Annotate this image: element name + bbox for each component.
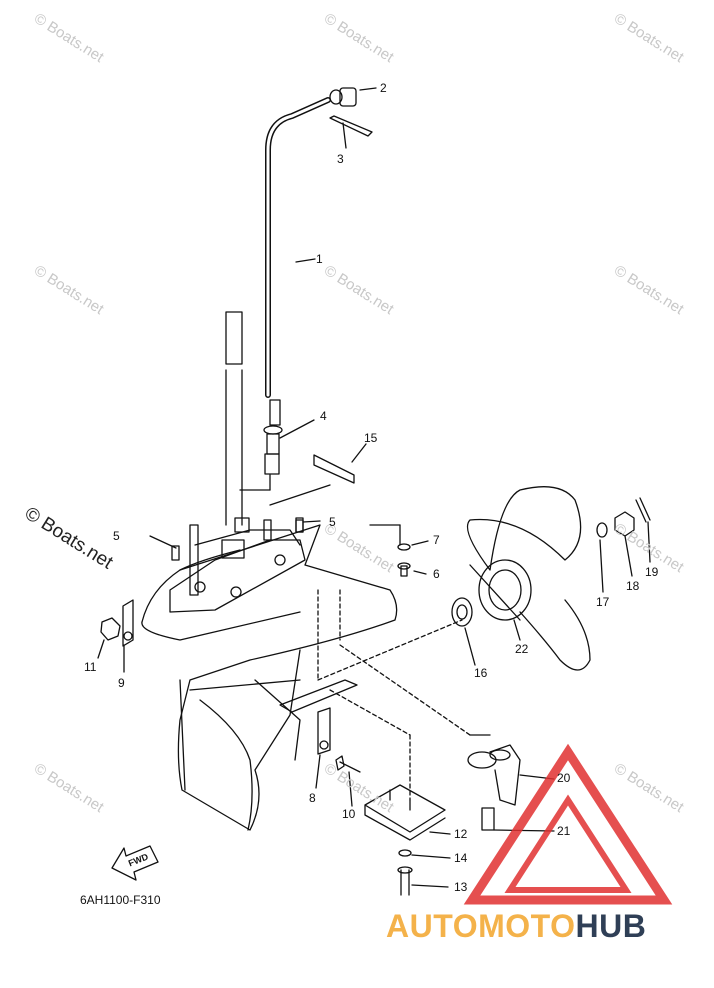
automotohub-logo: AUTOMOTOHUB xyxy=(386,908,646,945)
callout-18: 18 xyxy=(626,579,640,593)
callout-17: 17 xyxy=(596,595,610,609)
logo-part-1: AUTOMOTO xyxy=(386,908,576,944)
joint-part-4 xyxy=(263,399,283,475)
clip-part-3 xyxy=(329,115,373,137)
washer-part-14 xyxy=(398,849,412,857)
callout-5-left: 5 xyxy=(113,529,120,543)
callout-11: 11 xyxy=(84,660,97,674)
callout-21: 21 xyxy=(557,824,571,838)
logo-part-2: HUB xyxy=(575,908,647,944)
plate-part-12 xyxy=(364,784,446,841)
bolt-part-6 xyxy=(397,562,411,577)
callout-1: 1 xyxy=(316,252,323,266)
callout-5-right: 5 xyxy=(329,515,336,529)
callout-10: 10 xyxy=(342,807,356,821)
cotter-pin-part-19 xyxy=(635,497,651,523)
fwd-arrow xyxy=(111,845,159,881)
callout-2: 2 xyxy=(380,81,387,95)
bolt-part-13 xyxy=(397,866,413,896)
bolt-part-21 xyxy=(481,807,495,831)
drawing-code: 6AH1100-F310 xyxy=(80,893,161,907)
lower-casing xyxy=(141,517,398,831)
washer-part-7 xyxy=(397,543,411,551)
spacer-part-16 xyxy=(451,597,473,627)
callout-6: 6 xyxy=(433,567,440,581)
callout-20: 20 xyxy=(557,771,571,785)
callout-8: 8 xyxy=(309,791,316,805)
callout-22: 22 xyxy=(515,642,529,656)
callout-13: 13 xyxy=(454,880,468,894)
water-tube xyxy=(265,97,331,398)
pin-part-5-left xyxy=(171,545,180,561)
callout-9: 9 xyxy=(118,676,125,690)
callout-16: 16 xyxy=(474,666,488,680)
nut-part-11 xyxy=(100,617,121,641)
callout-4: 4 xyxy=(320,409,327,423)
callout-19: 19 xyxy=(645,565,659,579)
grommet-part-2 xyxy=(329,87,357,107)
pin-part-5-right xyxy=(295,517,304,533)
washer-part-17 xyxy=(596,522,608,538)
logo-triangle xyxy=(463,743,673,905)
propeller-part-22 xyxy=(466,486,591,671)
bracket-part-8 xyxy=(317,707,331,755)
part-15 xyxy=(313,454,355,484)
bracket-part-9 xyxy=(122,599,134,647)
callout-14: 14 xyxy=(454,851,468,865)
callout-3: 3 xyxy=(337,152,344,166)
anode-part-20 xyxy=(467,744,521,806)
nut-part-18 xyxy=(614,511,635,537)
screw-part-10 xyxy=(335,755,361,773)
callout-15: 15 xyxy=(364,431,378,445)
callout-12: 12 xyxy=(454,827,468,841)
callout-7: 7 xyxy=(433,533,440,547)
shift-rod xyxy=(225,311,243,526)
